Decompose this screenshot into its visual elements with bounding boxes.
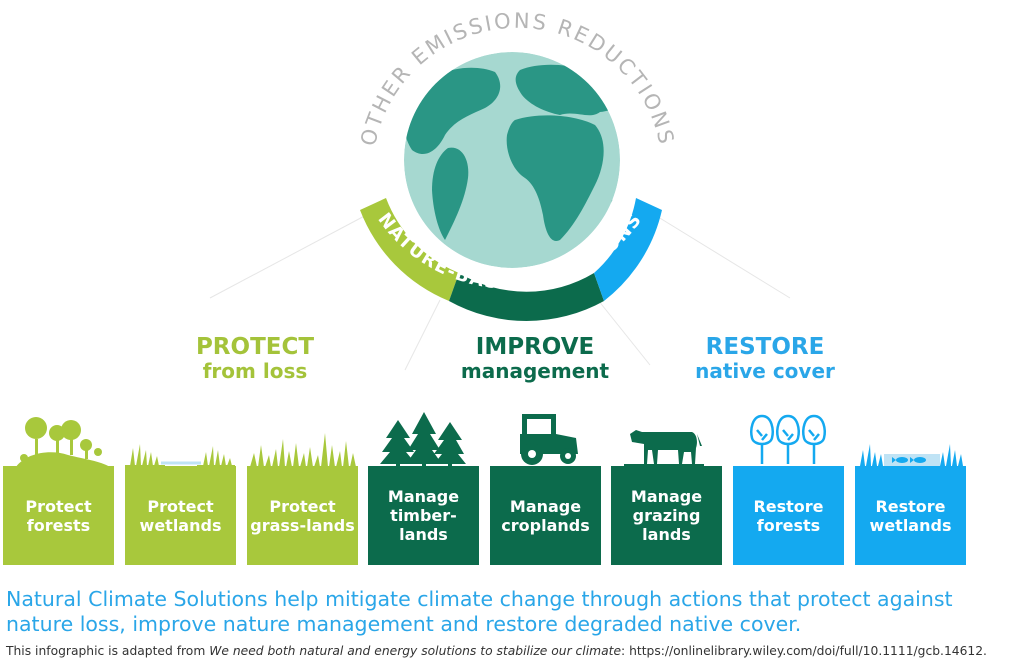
band-segment-restore: [594, 198, 662, 301]
band-segment-protect: [360, 198, 459, 301]
tile-protect-forests: Protect forests: [3, 466, 114, 565]
tile-label: Restore forests: [753, 496, 824, 535]
band-segment-improve: [449, 273, 604, 322]
heading-protect-subtitle: from loss: [202, 359, 308, 383]
credit-url: : https://onlinelibrary.wiley.com/doi/fu…: [621, 644, 987, 658]
heading-protect-title: PROTECT: [195, 334, 315, 360]
tile-label: Protect wetlands: [139, 496, 222, 535]
tile-manage-grazing-lands: Manage grazing lands: [611, 466, 722, 565]
outline-trees-icon: [750, 414, 826, 464]
tile-restore-wetlands: Restore wetlands: [855, 466, 966, 565]
heading-improve-subtitle: management: [460, 359, 610, 383]
tile-label: Protect grass-lands: [250, 496, 355, 535]
credit-prefix: This infographic is adapted from: [6, 644, 210, 658]
heading-protect: PROTECT from loss: [160, 335, 350, 383]
pine-trees-icon: [380, 412, 466, 467]
tile-label: Manage croplands: [501, 496, 590, 535]
heading-improve: IMPROVE management: [420, 335, 650, 383]
tractor-icon: [520, 414, 578, 465]
connector-line-right: [649, 211, 791, 299]
connector-line-mid-left: [404, 299, 441, 371]
heading-improve-title: IMPROVE: [475, 334, 595, 360]
tile-label: Protect forests: [25, 496, 92, 535]
fish-water-icon: [860, 444, 963, 466]
credit-title: We need both natural and energy solution…: [209, 644, 622, 658]
heading-restore-subtitle: native cover: [695, 359, 835, 383]
grass-icon: [250, 433, 356, 467]
tile-label: Restore wetlands: [869, 496, 952, 535]
tile-label: Manage timber- lands: [387, 487, 460, 544]
trees-icon: [16, 417, 110, 467]
connector-line-mid-right: [597, 299, 651, 366]
tile-protect-wetlands: Protect wetlands: [125, 466, 236, 565]
wetland-icon: [125, 444, 235, 467]
source-credit: This infographic is adapted from We need…: [6, 644, 1020, 658]
tile-manage-timberlands: Manage timber- lands: [368, 466, 479, 565]
tile-restore-forests: Restore forests: [733, 466, 844, 565]
tile-label: Manage grazing lands: [630, 487, 703, 544]
cow-icon: [624, 430, 704, 466]
connector-line-left: [209, 211, 373, 299]
tile-manage-croplands: Manage croplands: [490, 466, 601, 565]
heading-restore-title: RESTORE: [705, 334, 825, 360]
caption: Natural Climate Solutions help mitigate …: [6, 587, 953, 636]
globe-diagram: OTHER EMISSIONS REDUCTIONS NATURE-BASED …: [209, 9, 791, 371]
globe-icon: [404, 52, 620, 268]
heading-restore: RESTORE native cover: [665, 335, 865, 383]
tile-protect-grasslands: Protect grass-lands: [247, 466, 358, 565]
